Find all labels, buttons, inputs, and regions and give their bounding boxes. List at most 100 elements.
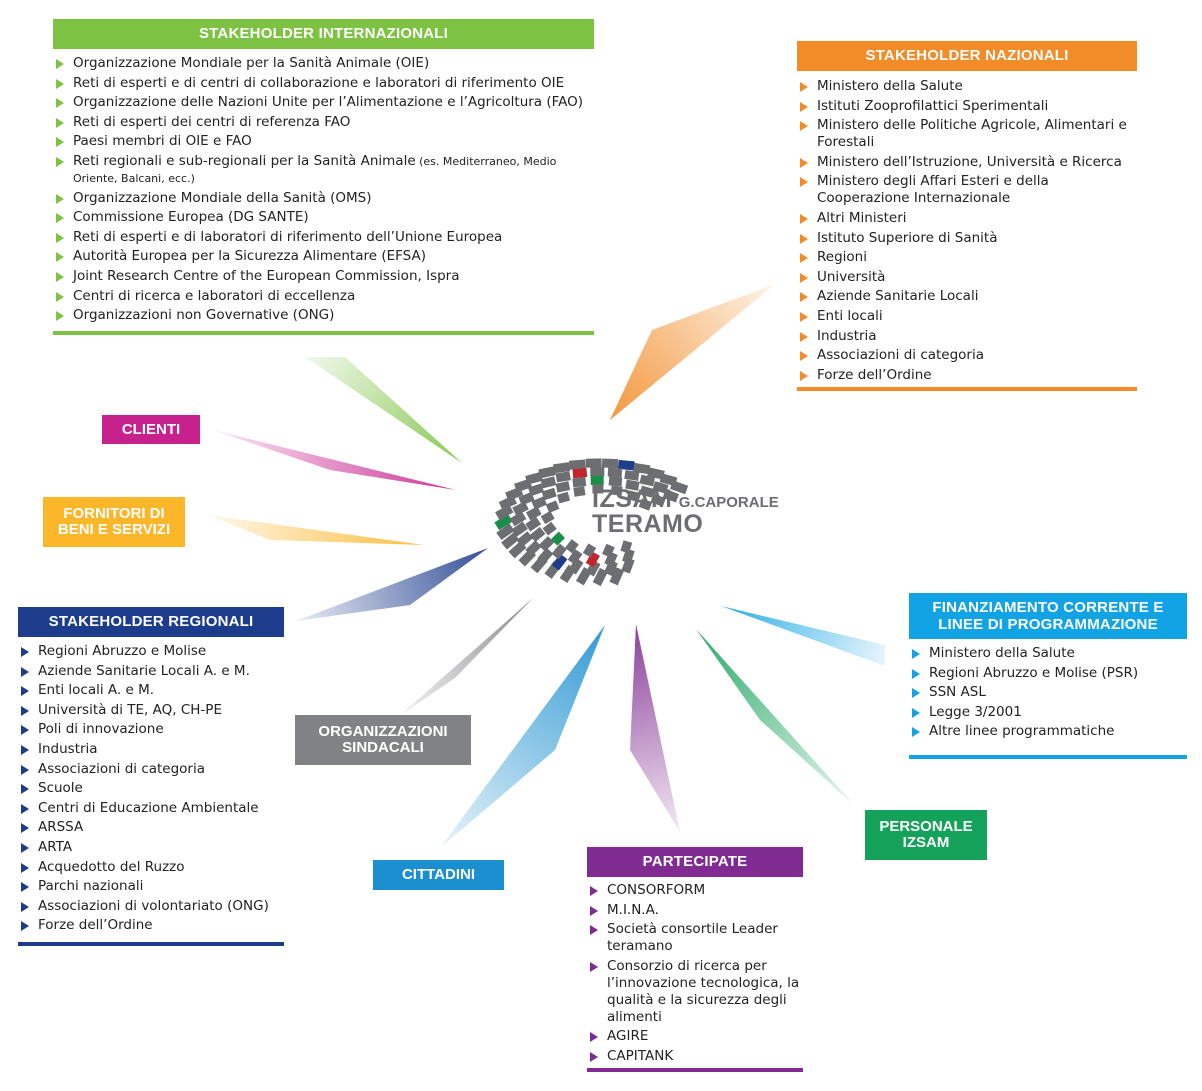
regionali-item: Poli di innovazione	[18, 721, 284, 738]
nazionali-item: Enti locali	[797, 308, 1137, 325]
internazionali-item-label: Reti di esperti dei centri di referenza …	[73, 113, 351, 130]
logo-tile	[610, 485, 623, 496]
nazionali-item-label: Ministero delle Politiche Agricole, Alim…	[817, 117, 1127, 151]
logo-tile	[538, 536, 555, 552]
nazionali-item-label: Enti locali	[817, 307, 883, 324]
regionali-item: Associazioni di volontariato (ONG)	[18, 898, 284, 915]
finanziamento-item: Regioni Abruzzo e Molise (PSR)	[909, 665, 1187, 682]
nazionali-item: Ministero degli Affari Esteri e della Co…	[797, 173, 1137, 207]
regionali-item-label: Regioni Abruzzo e Molise	[38, 643, 207, 659]
partecipate-item: AGIRE	[587, 1028, 803, 1045]
logo-teramo: TERAMO	[592, 510, 704, 538]
nazionali-item-label: Altri Ministeri	[817, 209, 907, 226]
internazionali-header: STAKEHOLDER INTERNAZIONALI	[53, 19, 594, 49]
fornitori-label-1: FORNITORI DI	[63, 505, 165, 522]
ray-sindacali	[398, 598, 533, 717]
internazionali-item: Organizzazione Mondiale della Sanità (OM…	[53, 190, 594, 207]
finanziamento-item-label: Legge 3/2001	[929, 703, 1022, 720]
regionali-item-label: ARTA	[38, 838, 73, 855]
regionali-item-label: Industria	[38, 740, 98, 757]
internazionali-item: Reti regionali e sub-regionali per la Sa…	[53, 153, 594, 187]
regionali-item: Scuole	[18, 780, 284, 797]
internazionali-item: Reti di esperti e di centri di collabora…	[53, 75, 594, 92]
stakeholder-nazionali: STAKEHOLDER NAZIONALI Ministero della Sa…	[797, 41, 1137, 386]
logo-tile	[525, 516, 542, 532]
clienti-box: CLIENTI	[102, 415, 200, 444]
logo-tile	[568, 557, 584, 575]
regionali-item: Associazioni di categoria	[18, 761, 284, 778]
logo-tile	[531, 496, 547, 510]
nazionali-item: Industria	[797, 328, 1137, 345]
logo-tile	[537, 547, 554, 565]
logo-tile	[557, 491, 571, 504]
nazionali-item: Istituti Zooprofilattici Sperimentali	[797, 98, 1137, 115]
internazionali-item-label: Joint Research Centre of the European Co…	[73, 267, 460, 284]
partecipate-item: CONSORFORM	[587, 882, 803, 899]
internazionali-item: Organizzazioni non Governative (ONG)	[53, 307, 594, 324]
finanziamento-header: FINANZIAMENTO CORRENTE E LINEE DI PROGRA…	[909, 593, 1187, 639]
nazionali-item-label: Aziende Sanitarie Locali	[817, 288, 979, 305]
logo-tile	[540, 510, 555, 525]
ray-partecipate	[630, 624, 680, 832]
nazionali-item: Ministero della Salute	[797, 78, 1137, 95]
nazionali-item: Istituto Superiore di Sanità	[797, 230, 1137, 247]
regionali-item-label: Associazioni di categoria	[38, 760, 206, 777]
internazionali-item: Reti di esperti dei centri di referenza …	[53, 114, 594, 131]
logo-tile	[585, 458, 602, 468]
internazionali-item-label: Commissione Europea (DG SANTE)	[73, 209, 309, 226]
finanziamento-item: Altre linee programmatiche	[909, 723, 1187, 740]
cittadini-box: CITTADINI	[373, 860, 504, 890]
ray-cittadini	[440, 625, 605, 848]
logo-tile	[604, 551, 618, 567]
internazionali-item: Joint Research Centre of the European Co…	[53, 268, 594, 285]
regionali-item-label: Acquedotto del Ruzzo	[38, 858, 185, 875]
nazionali-item: Università	[797, 269, 1137, 286]
logo-tile	[540, 476, 557, 489]
logo-tile	[639, 474, 656, 487]
logo-tile	[585, 559, 601, 577]
nazionali-item-label: Istituto Superiore di Sanità	[817, 229, 998, 246]
logo-tile	[555, 471, 571, 483]
logo-tile	[509, 511, 527, 527]
logo-caporale: G.CAPORALE	[678, 494, 779, 511]
nazionali-item: Ministero delle Politiche Agricole, Alim…	[797, 117, 1137, 151]
regionali-item-label: Forze dell’Ordine	[38, 917, 153, 934]
regionali-bottom-bar	[18, 942, 284, 946]
logo-tile	[662, 489, 680, 503]
logo-tile	[525, 506, 542, 521]
finanziamento-title-2: LINEE DI PROGRAMMAZIONE	[938, 616, 1158, 633]
logo-tile	[585, 551, 600, 568]
sindacali-label-2: SINDACALI	[342, 739, 424, 756]
logo-tile	[495, 504, 514, 521]
internazionali-item-label: Organizzazione Mondiale della Sanità (OM…	[73, 189, 372, 206]
internazionali-item-label: Centri di ricerca e laboratori di eccell…	[73, 287, 356, 304]
regionali-item: Enti locali A. e M.	[18, 682, 284, 699]
partecipate-item: CAPITANK	[587, 1048, 803, 1065]
finanziamento-item-label: Regioni Abruzzo e Molise (PSR)	[929, 664, 1139, 681]
internazionali-item-label: Organizzazione Mondiale per la Sanità An…	[73, 55, 430, 71]
nazionali-item-label: Università	[817, 268, 886, 285]
internazionali-item-label: Autorità Europea per la Sicurezza Alimen…	[73, 248, 426, 265]
stakeholder-regionali: STAKEHOLDER REGIONALI Regioni Abruzzo e …	[18, 607, 284, 937]
logo-tile	[555, 481, 571, 493]
partecipate-item-label: Consorzio di ricerca per l’innovazione t…	[607, 957, 800, 1025]
nazionali-item: Aziende Sanitarie Locali	[797, 288, 1137, 305]
internazionali-item: Reti di esperti e di laboratori di rifer…	[53, 229, 594, 246]
nazionali-item-label: Regioni	[817, 249, 867, 266]
logo-tile	[607, 467, 623, 478]
finanziamento-item-label: Altre linee programmatiche	[929, 723, 1115, 740]
logo-tile	[590, 475, 604, 485]
internazionali-item-note: (es. Mediterraneo, Medio Oriente, Balcan…	[73, 154, 557, 185]
ray-personale	[696, 629, 855, 806]
partecipate-item-label: AGIRE	[607, 1028, 649, 1045]
regionali-item: Università di TE, AQ, CH-PE	[18, 702, 284, 719]
finanziamento: FINANZIAMENTO CORRENTE E LINEE DI PROGRA…	[909, 593, 1187, 743]
internazionali-item-label: Reti regionali e sub-regionali per la Sa…	[73, 152, 416, 169]
logo-tile	[647, 467, 665, 480]
internazionali-item-label: Organizzazioni non Governative (ONG)	[73, 307, 335, 324]
regionali-item-label: Poli di innovazione	[38, 721, 164, 738]
izsam-logo-icon	[494, 458, 689, 587]
